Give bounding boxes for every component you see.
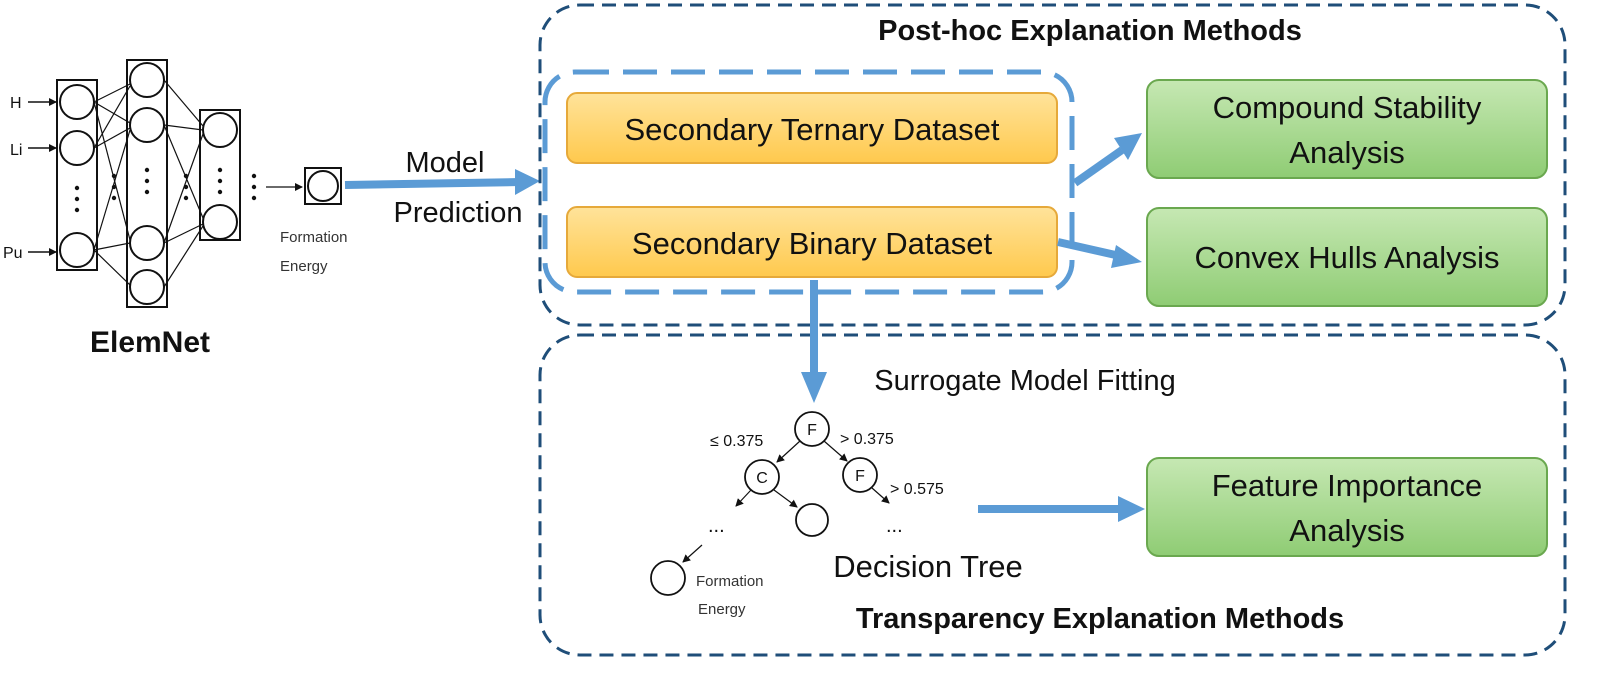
layer-1-box <box>56 79 98 271</box>
tree-left-node <box>744 459 780 495</box>
network-ellipsis <box>74 167 257 213</box>
tree-leaf-node <box>795 503 829 537</box>
tree-leaf-label-line2: Energy <box>698 601 746 618</box>
output-node <box>307 170 339 202</box>
tree-output-node <box>650 560 686 596</box>
elemnet-network: H Li Pu Formation Energy ElemNet <box>3 59 348 359</box>
tree-root-label: F <box>807 422 817 439</box>
compound-stability-box <box>1146 79 1548 179</box>
compound-stability-line1: Compound Stability <box>1213 90 1482 125</box>
elemnet-title: ElemNet <box>90 326 210 359</box>
posthoc-title: Post-hoc Explanation Methods <box>878 15 1302 47</box>
convex-hulls-label: Convex Hulls Analysis <box>1195 240 1500 275</box>
tree-root-node <box>794 411 830 447</box>
decision-tree-caption: Decision Tree <box>833 549 1023 584</box>
feature-importance-box <box>1146 457 1548 557</box>
tree-ellipsis-left: ... <box>708 515 725 537</box>
transparency-title: Transparency Explanation Methods <box>856 603 1344 635</box>
node <box>59 130 95 166</box>
split-right-label: > 0.375 <box>840 431 894 448</box>
surrogate-arrow <box>801 280 827 403</box>
tree-leaf-label-line1: Formation <box>696 573 764 590</box>
split-right2-label: > 0.575 <box>890 481 944 498</box>
node <box>202 112 238 148</box>
compound-stability-line2: Analysis <box>1289 135 1404 170</box>
binary-dataset-label: Secondary Binary Dataset <box>632 226 993 261</box>
ternary-dataset-label: Secondary Ternary Dataset <box>624 112 999 147</box>
tree-right-node <box>842 457 878 493</box>
feature-importance-line2: Analysis <box>1289 513 1404 548</box>
split-left-label: ≤ 0.375 <box>710 433 763 450</box>
tree-left-label: C <box>756 470 768 487</box>
node <box>129 225 165 261</box>
node <box>129 107 165 143</box>
input-label-h: H <box>10 95 22 112</box>
model-prediction-arrow: Model Prediction <box>344 147 540 229</box>
posthoc-box <box>538 3 1567 327</box>
feature-importance-line1: Feature Importance <box>1212 468 1483 503</box>
convex-hulls-box <box>1146 207 1548 307</box>
feature-arrow <box>978 496 1145 522</box>
node <box>129 269 165 305</box>
input-label-pu: Pu <box>3 245 23 262</box>
transparency-box <box>538 333 1567 657</box>
connections <box>93 79 204 288</box>
node <box>59 232 95 268</box>
output-label-line1: Formation <box>280 229 348 246</box>
surrogate-label: Surrogate Model Fitting <box>874 365 1175 397</box>
layer-2-box <box>126 59 168 308</box>
model-prediction-line2: Prediction <box>394 197 523 229</box>
decision-tree: F C F ≤ 0.375 > 0.375 > 0.575 ... ... Fo… <box>650 411 1023 618</box>
node <box>59 84 95 120</box>
ternary-dataset-box <box>566 92 1058 164</box>
tree-right-label: F <box>855 468 865 485</box>
node <box>129 62 165 98</box>
analysis-arrows <box>1057 133 1142 268</box>
output-label-line2: Energy <box>280 258 328 275</box>
node <box>202 204 238 240</box>
datasets-group <box>542 69 1075 295</box>
tree-ellipsis-right: ... <box>886 515 903 537</box>
model-prediction-line1: Model <box>406 147 485 179</box>
input-label-li: Li <box>10 142 22 159</box>
output-box <box>304 167 342 205</box>
binary-dataset-box <box>566 206 1058 278</box>
